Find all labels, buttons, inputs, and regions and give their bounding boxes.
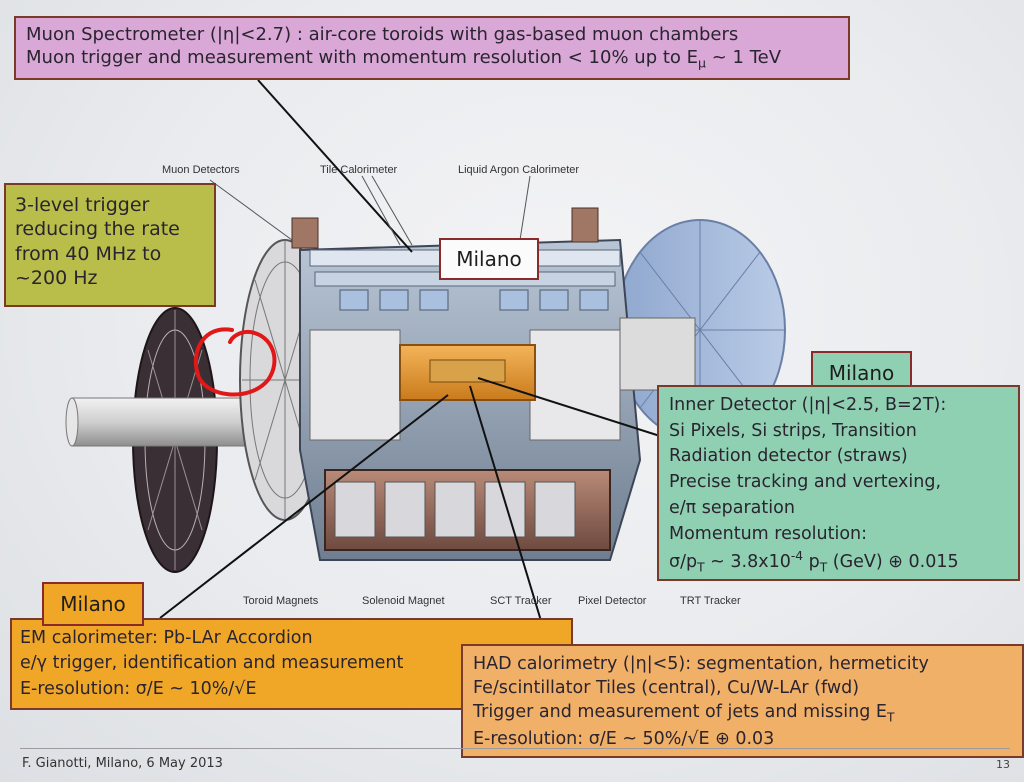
label-sct-tracker: SCT Tracker [490, 595, 552, 607]
inner-detector-box: Inner Detector (|η|<2.5, B=2T): Si Pixel… [657, 385, 1020, 581]
trigger-line: from 40 MHz to [15, 242, 162, 265]
trigger-line: ~200 Hz [15, 266, 98, 289]
inner-line: Radiation detector (straws) [669, 446, 908, 467]
label-pixel-detector: Pixel Detector [578, 595, 647, 607]
trigger-line: 3-level trigger [15, 194, 150, 216]
had-line: Trigger and measurement of jets and miss… [473, 702, 895, 725]
inner-line: Momentum resolution: [669, 523, 868, 544]
inner-line: Precise tracking and vertexing, [669, 472, 942, 493]
inner-line: Si Pixels, Si strips, Transition [669, 420, 917, 441]
momentum-resolution-formula: σ/pT ~ 3.8x10-4 pT (GeV) ⊕ 0.015 [669, 549, 959, 575]
muon-line-1: Muon Spectrometer (|η|<2.7) : air-core t… [26, 24, 739, 45]
label-toroid-magnets: Toroid Magnets [243, 595, 319, 607]
footer-credit: F. Gianotti, Milano, 6 May 2013 [22, 756, 223, 771]
footer-divider [20, 748, 1010, 749]
em-line: e/γ trigger, identification and measurem… [20, 653, 404, 674]
trigger-box: 3-level trigger reducing the rate from 4… [4, 183, 216, 307]
milano-tag-top: Milano [439, 238, 539, 280]
label-tile-calorimeter: Tile Calorimeter [320, 164, 398, 176]
page-number: 13 [996, 758, 1010, 771]
inner-line: e/π separation [669, 497, 795, 518]
highlight-circle [193, 327, 277, 397]
label-liquid-argon-calorimeter: Liquid Argon Calorimeter [458, 164, 580, 176]
trigger-line: reducing the rate [15, 218, 180, 241]
barrel [291, 207, 696, 561]
label-solenoid-magnet: Solenoid Magnet [362, 595, 445, 607]
em-line: E-resolution: σ/E ~ 10%/√E [20, 678, 257, 699]
label-trt-tracker: TRT Tracker [680, 595, 741, 607]
label-leader-lines [209, 175, 531, 246]
milano-tag-left: Milano [42, 582, 144, 626]
had-calorimetry-box: HAD calorimetry (|η|<5): segmentation, h… [461, 644, 1024, 758]
muon-spectrometer-box: Muon Spectrometer (|η|<2.7) : air-core t… [14, 16, 850, 80]
had-line: HAD calorimetry (|η|<5): segmentation, h… [473, 654, 929, 674]
had-line: Fe/scintillator Tiles (central), Cu/W-LA… [473, 678, 860, 699]
pointer-lines [159, 79, 661, 645]
label-muon-detectors: Muon Detectors [162, 164, 240, 176]
muon-line-2: Muon trigger and measurement with moment… [26, 47, 782, 71]
em-line: EM calorimeter: Pb-LAr Accordion [20, 628, 313, 648]
had-line: E-resolution: σ/E ~ 50%/√E ⊕ 0.03 [473, 728, 775, 749]
inner-line: Inner Detector (|η|<2.5, B=2T): [669, 395, 947, 415]
